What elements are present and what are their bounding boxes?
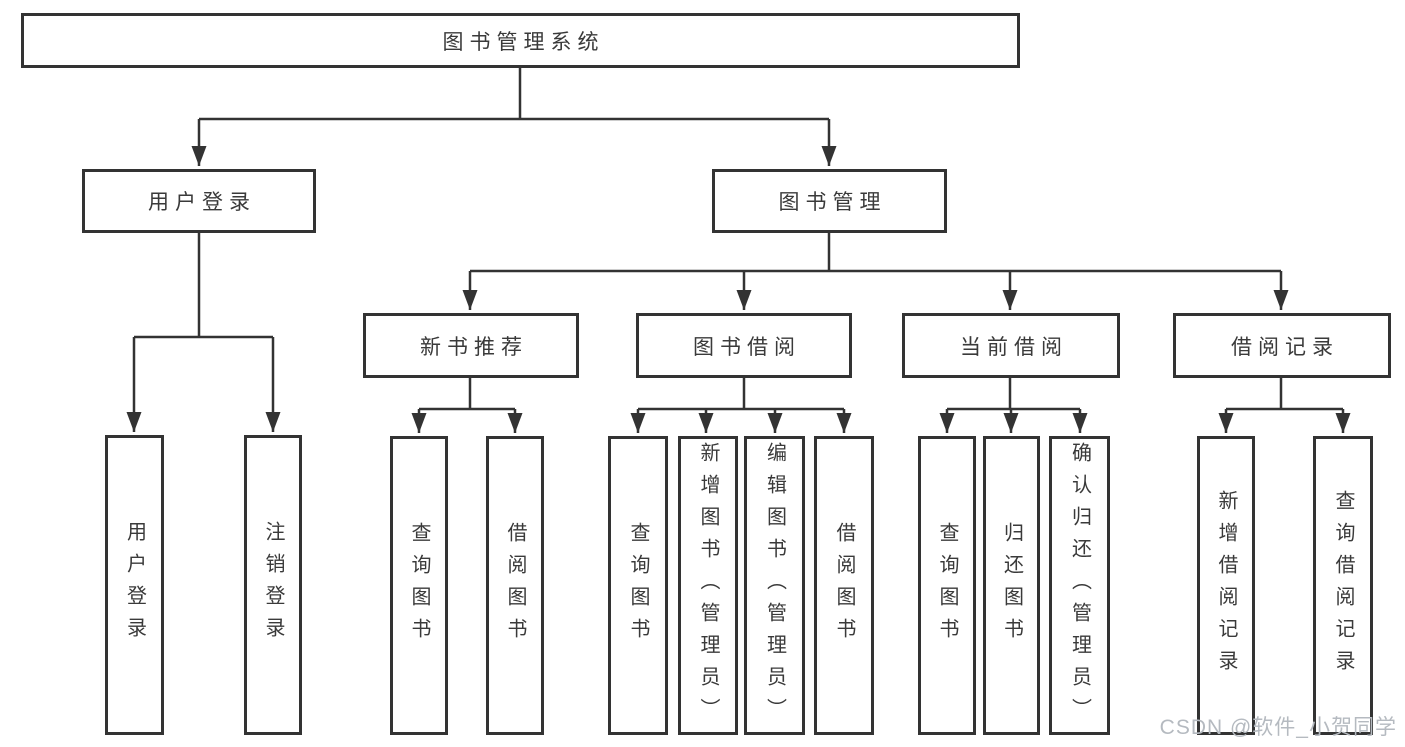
leaf-query-books-current: 查询图书	[918, 436, 976, 735]
leaf-user-login: 用户登录	[105, 435, 164, 735]
leaf-query-books-recommend: 查询图书	[390, 436, 448, 735]
leaf-borrow-books-label: 借阅图书	[833, 521, 855, 650]
node-borrow-records: 借阅记录	[1173, 313, 1391, 378]
leaf-query-books-current-label: 查询图书	[936, 521, 958, 650]
leaf-query-borrow-record-label: 查询借阅记录	[1332, 489, 1354, 682]
node-current-borrow: 当前借阅	[902, 313, 1120, 378]
leaf-confirm-return-admin: 确认归还（管理员）	[1049, 436, 1110, 735]
leaf-add-borrow-record-label: 新增借阅记录	[1215, 489, 1237, 682]
leaf-borrow-books-recommend-label: 借阅图书	[504, 521, 526, 650]
node-root-system: 图书管理系统	[21, 13, 1020, 68]
leaf-logout: 注销登录	[244, 435, 302, 735]
leaf-logout-label: 注销登录	[262, 521, 284, 649]
leaf-query-borrow-record: 查询借阅记录	[1313, 436, 1373, 735]
leaf-add-borrow-record: 新增借阅记录	[1197, 436, 1255, 735]
leaf-return-book-label: 归还图书	[1000, 521, 1023, 650]
node-new-book-recommend: 新书推荐	[363, 313, 579, 378]
leaf-borrow-books: 借阅图书	[814, 436, 874, 735]
leaf-edit-book-admin: 编辑图书（管理员）	[744, 436, 805, 735]
leaf-edit-book-admin-label: 编辑图书（管理员）	[763, 441, 786, 730]
leaf-query-books-borrow-label: 查询图书	[627, 521, 649, 650]
node-book-borrow: 图书借阅	[636, 313, 852, 378]
leaf-query-books-borrow: 查询图书	[608, 436, 668, 735]
leaf-add-book-admin: 新增图书（管理员）	[678, 436, 738, 735]
leaf-borrow-books-recommend: 借阅图书	[486, 436, 544, 735]
leaf-add-book-admin-label: 新增图书（管理员）	[697, 441, 719, 730]
leaf-confirm-return-admin-label: 确认归还（管理员）	[1068, 441, 1091, 730]
leaf-user-login-label: 用户登录	[123, 521, 146, 649]
leaf-query-books-recommend-label: 查询图书	[408, 521, 430, 650]
node-book-management: 图书管理	[712, 169, 947, 233]
node-user-login: 用户登录	[82, 169, 316, 233]
csdn-watermark: CSDN @软件_小贺同学	[1159, 716, 1397, 739]
leaf-return-book: 归还图书	[983, 436, 1040, 735]
